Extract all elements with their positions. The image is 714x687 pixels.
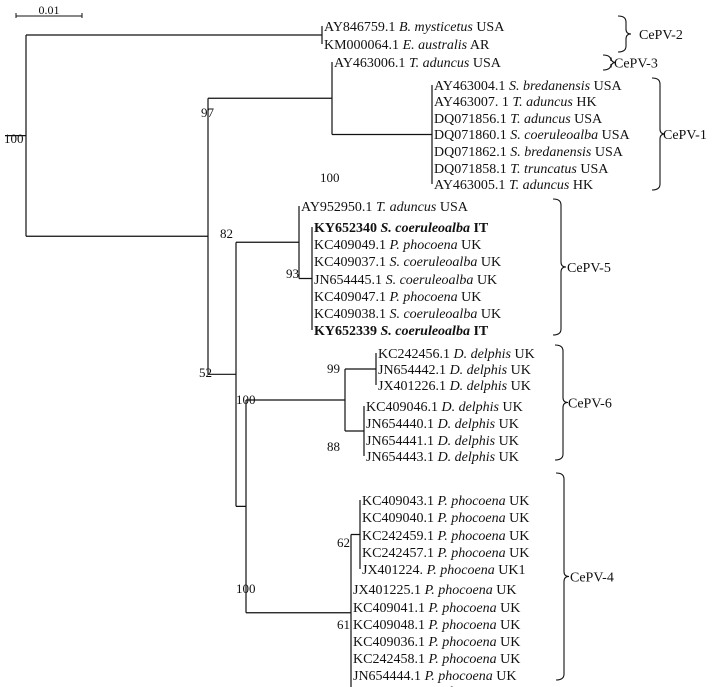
leaf-label: KM000064.1 E. australis AR bbox=[324, 38, 490, 53]
leaf-label: AY952950.1 T. aduncus USA bbox=[301, 200, 469, 215]
bootstrap-value: 97 bbox=[201, 105, 215, 120]
bootstrap-value: 93 bbox=[286, 266, 299, 281]
leaf-label: KC409043.1 P. phocoena UK bbox=[362, 494, 529, 509]
leaf-label: JX401224. P. phocoena UK1 bbox=[362, 563, 525, 578]
clade-label: CePV-2 bbox=[639, 28, 683, 43]
scale-bar-label: 0.01 bbox=[39, 3, 60, 17]
leaf-label: KC409048.1 P. phocoena UK bbox=[353, 618, 520, 633]
clade-label: CePV-6 bbox=[568, 397, 612, 412]
tree-branches bbox=[5, 26, 433, 687]
bootstrap-values: 100 97 100 82 93 52 99 100 88 62 100 61 bbox=[4, 105, 350, 632]
leaf-label: DQ071856.1 T. aduncus USA bbox=[434, 112, 603, 127]
clade-bracket bbox=[555, 472, 570, 681]
bootstrap-value: 52 bbox=[199, 365, 212, 380]
leaf-label: KC242458.1 P. phocoena UK bbox=[353, 652, 520, 667]
leaf-label: JN654444.1 P. phocoena UK bbox=[353, 669, 516, 684]
scale-bar-line bbox=[15, 13, 83, 18]
clade-label: CePV-1 bbox=[663, 128, 707, 143]
leaf-label: JN654445.1 S. coeruleoalba UK bbox=[314, 273, 497, 288]
leaf-label: DQ071858.1 T. truncatus USA bbox=[434, 162, 609, 177]
leaf-label: KC409038.1 S. coeruleoalba UK bbox=[314, 307, 501, 322]
leaf-label: KY652339 S. coeruleoalba IT bbox=[314, 324, 489, 339]
leaf-label: KC409040.1 P. phocoena UK bbox=[362, 511, 529, 526]
leaf-label: JN654443.1 D. delphis UK bbox=[366, 450, 519, 465]
leaf-label: AY463006.1 T. aduncus USA bbox=[334, 56, 502, 71]
leaf-label: AY846759.1 B. mysticetus USA bbox=[324, 20, 505, 35]
leaf-label: KC242456.1 D. delphis UK bbox=[378, 347, 535, 362]
leaf-label: KC409046.1 D. delphis UK bbox=[366, 400, 523, 415]
bootstrap-value: 100 bbox=[320, 170, 340, 185]
bootstrap-value: 100 bbox=[236, 581, 256, 596]
leaf-label: AY463004.1 S. bredanensis USA bbox=[434, 79, 622, 94]
clade-bracket bbox=[651, 77, 666, 191]
bootstrap-value: 99 bbox=[327, 361, 340, 376]
clade-bracket bbox=[552, 198, 567, 336]
bootstrap-value: 62 bbox=[337, 535, 350, 550]
clade-label: CePV-5 bbox=[567, 261, 611, 276]
leaf-label: JX401225.1 P. phocoena UK bbox=[353, 583, 516, 598]
leaf-label: JN654442.1 D. delphis UK bbox=[378, 363, 531, 378]
clade-bracket bbox=[554, 344, 569, 461]
leaf-label: KC409041.1 P. phocoena UK bbox=[353, 601, 520, 616]
bootstrap-value: 61 bbox=[337, 617, 350, 632]
leaf-label: JN654440.1 D. delphis UK bbox=[366, 417, 519, 432]
clade-label: CePV-3 bbox=[614, 57, 658, 72]
scale-bar-group: 0.01 bbox=[15, 3, 83, 18]
leaf-label: KC242457.1 P. phocoena UK bbox=[362, 546, 529, 561]
bootstrap-value: 88 bbox=[327, 439, 340, 454]
bootstrap-value: 82 bbox=[220, 226, 233, 241]
leaf-label: KC409039.1 P. phocoena UK bbox=[353, 685, 520, 687]
clade-label: CePV-4 bbox=[570, 571, 614, 586]
branch-lines bbox=[5, 26, 433, 687]
leaf-label: AY463005.1 T. aduncus HK bbox=[434, 178, 593, 193]
leaf-label: JN654441.1 D. delphis UK bbox=[366, 434, 519, 449]
leaf-label: DQ071862.1 S. bredanensis USA bbox=[434, 145, 624, 160]
leaf-label: KC409049.1 P. phocoena UK bbox=[314, 238, 481, 253]
leaf-label: KC242459.1 P. phocoena UK bbox=[362, 529, 529, 544]
bootstrap-value: 100 bbox=[236, 392, 256, 407]
bootstrap-value: 100 bbox=[4, 131, 24, 146]
leaf-label: AY463007. 1 T. aduncus HK bbox=[434, 95, 597, 110]
leaf-label: KC409037.1 S. coeruleoalba UK bbox=[314, 255, 501, 270]
leaf-labels: AY846759.1 B. mysticetus USA KM000064.1 E… bbox=[301, 20, 631, 687]
clade-bracket bbox=[602, 54, 617, 71]
leaf-label: DQ071860.1 S. coeruleoalba USA bbox=[434, 128, 631, 143]
clade-bracket bbox=[617, 15, 632, 53]
leaf-label: KC409047.1 P. phocoena UK bbox=[314, 290, 481, 305]
leaf-label: JX401226.1 D. delphis UK bbox=[378, 379, 531, 394]
leaf-label: KC409036.1 P. phocoena UK bbox=[353, 635, 520, 650]
leaf-label: KY652340 S. coeruleoalba IT bbox=[314, 221, 489, 236]
